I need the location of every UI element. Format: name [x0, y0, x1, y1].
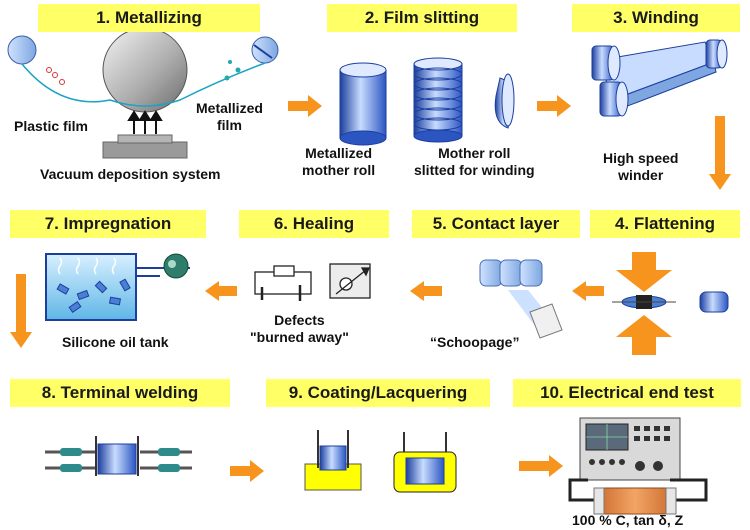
label-schoopage: “Schoopage”	[430, 334, 520, 350]
metallizing-illustration	[7, 27, 279, 159]
label-oil-tank: Silicone oil tank	[62, 334, 169, 350]
arrow-right-icon	[519, 455, 563, 477]
step-title-film-slitting: 2. Film slitting	[327, 4, 517, 32]
label-defects: Defects "burned away"	[250, 312, 349, 345]
arrow-left-icon	[410, 281, 442, 301]
winding-illustration	[591, 39, 728, 117]
contact-layer-illustration	[479, 259, 563, 339]
label-winder: High speed winder	[603, 150, 679, 183]
arrow-down-icon	[10, 274, 32, 348]
step-title-winding: 3. Winding	[572, 4, 740, 32]
healing-illustration	[254, 263, 371, 301]
arrow-left-icon	[205, 281, 237, 301]
coating-illustration	[304, 430, 457, 493]
label-mother-roll: Metallized mother roll	[302, 145, 376, 178]
label-metallized-film: Metallized film	[196, 100, 263, 133]
flattening-illustration	[612, 252, 729, 355]
film-slitting-illustration	[339, 57, 515, 146]
terminal-welding-illustration	[45, 436, 192, 476]
step-title-impregnation: 7. Impregnation	[10, 210, 206, 238]
impregnation-illustration	[45, 253, 190, 321]
step-title-end-test: 10. Electrical end test	[513, 379, 741, 407]
step-title-contact-layer: 5. Contact layer	[412, 210, 580, 238]
step-title-coating: 9. Coating/Lacquering	[266, 379, 490, 407]
arrow-right-icon	[288, 95, 322, 117]
label-slitted-roll: Mother roll slitted for winding	[414, 145, 535, 178]
label-plastic-film: Plastic film	[14, 118, 88, 134]
arrow-left-icon	[572, 281, 604, 301]
label-vacuum-system: Vacuum deposition system	[40, 166, 221, 182]
end-test-illustration	[568, 417, 708, 515]
arrow-right-icon	[537, 95, 571, 117]
arrow-down-icon	[709, 116, 731, 190]
step-title-flattening: 4. Flattening	[590, 210, 740, 238]
step-title-healing: 6. Healing	[239, 210, 389, 238]
arrow-right-icon	[230, 460, 264, 482]
step-title-terminal-welding: 8. Terminal welding	[10, 379, 230, 407]
label-end-test: 100 % C, tan δ, Z	[572, 512, 684, 528]
step-title-metallizing: 1. Metallizing	[38, 4, 260, 32]
